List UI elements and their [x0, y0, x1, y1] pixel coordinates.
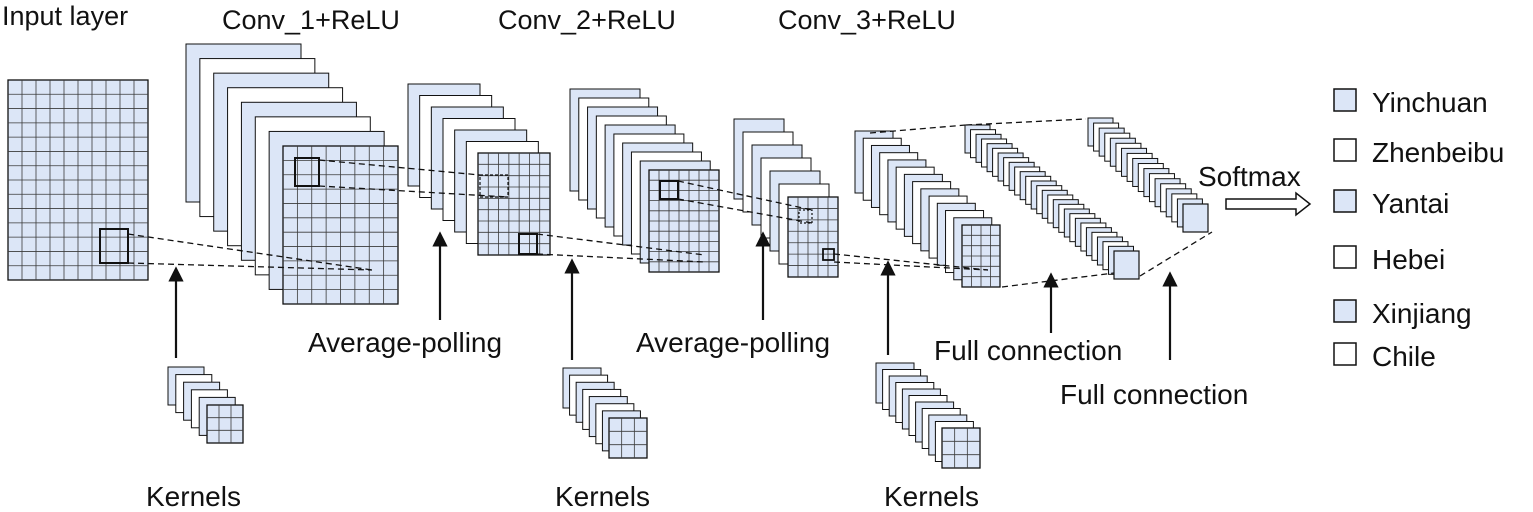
- kernels1-front-map: [206, 404, 244, 444]
- class-label: Chile: [1372, 341, 1436, 372]
- kernels2-front-map-frame: [608, 417, 648, 459]
- class-list: YinchuanZhenbeibuYantaiHebeiXinjiangChil…: [1333, 87, 1504, 372]
- dashed-connector: [127, 262, 373, 271]
- dashed-connector: [318, 185, 509, 198]
- class-item: Yinchuan: [1333, 87, 1488, 118]
- input-layer-label: Input layer: [2, 1, 128, 31]
- class-item: Yantai: [1333, 188, 1449, 219]
- fc1-neurons: [964, 124, 1140, 280]
- input-receptive-window: [99, 228, 129, 264]
- dashed-connector: [677, 198, 813, 224]
- pooling1-label: Average-polling: [308, 327, 502, 358]
- softmax-arrow: [1225, 191, 1312, 217]
- kernels3-front-map: [941, 427, 981, 469]
- pool1-feature-maps: [407, 83, 551, 256]
- kernels3-stack: [875, 362, 981, 469]
- dashed-connector: [833, 253, 989, 271]
- pool2-dashed-window: [798, 209, 813, 224]
- kernels1-label: Kernels: [146, 481, 241, 512]
- conv3-label: Conv_3+ReLU: [778, 5, 956, 35]
- pool1-front-map-frame: [477, 152, 551, 256]
- class-label: Zhenbeibu: [1372, 137, 1504, 168]
- class-swatch: [1333, 88, 1357, 112]
- class-swatch: [1333, 189, 1357, 213]
- fc2-front-unit: [1182, 203, 1209, 233]
- fc2-neurons: [1087, 117, 1209, 233]
- dashed-connector: [127, 233, 373, 271]
- pool2-feature-maps: [733, 118, 839, 278]
- class-label: Yinchuan: [1372, 87, 1488, 118]
- kernels3-label: Kernels: [884, 481, 979, 512]
- conv2-feature-maps: [569, 88, 720, 273]
- fc1-front-unit: [1113, 250, 1140, 280]
- dashed-connector: [869, 124, 967, 134]
- pool2-front-map: [787, 196, 839, 278]
- conv3-feature-maps: [854, 130, 1001, 288]
- dashed-connector: [1001, 272, 1115, 288]
- class-label: Yantai: [1372, 188, 1449, 219]
- conv2-front-map: [648, 169, 720, 273]
- kernels2-label: Kernels: [555, 481, 650, 512]
- pool2-front-map-frame: [787, 196, 839, 278]
- dashed-connector: [536, 233, 706, 256]
- kernels3-front-map-frame: [941, 427, 981, 469]
- input-layer-grid: [7, 79, 149, 281]
- conv1-front-map: [282, 145, 399, 305]
- class-swatch: [1333, 245, 1357, 269]
- conv1-feature-maps: [185, 43, 399, 305]
- class-item: Xinjiang: [1333, 298, 1472, 329]
- dashed-connector: [833, 261, 989, 271]
- pooling2-label: Average-polling: [636, 327, 830, 358]
- dashed-connector: [1139, 231, 1213, 277]
- class-item: Zhenbeibu: [1333, 137, 1504, 168]
- class-swatch: [1333, 299, 1357, 323]
- conv1-window: [294, 157, 320, 187]
- class-swatch: [1333, 138, 1357, 162]
- dashed-connectors: [127, 118, 1213, 288]
- conv2-label: Conv_2+ReLU: [498, 5, 676, 35]
- conv1-label: Conv_1+ReLU: [222, 5, 400, 35]
- kernels2-front-map: [608, 417, 648, 459]
- arrows: [168, 191, 1312, 360]
- full-connection1-label: Full connection: [934, 335, 1122, 366]
- dashed-connector: [536, 253, 706, 263]
- class-label: Hebei: [1372, 244, 1445, 275]
- pool1-front-map: [477, 152, 551, 256]
- softmax-label: Softmax: [1198, 161, 1301, 192]
- kernels2-stack: [562, 367, 648, 459]
- input-map: [7, 79, 149, 281]
- dashed-connector: [965, 118, 1087, 126]
- class-label: Xinjiang: [1372, 298, 1472, 329]
- class-item: Hebei: [1333, 244, 1445, 275]
- pool1-window: [518, 233, 538, 255]
- dashed-connector: [318, 159, 481, 176]
- class-item: Chile: [1333, 341, 1436, 372]
- conv3-front-map: [961, 224, 1001, 288]
- kernels1-front-map-frame: [206, 404, 244, 444]
- conv2-window: [659, 180, 679, 200]
- dashed-connector: [677, 180, 813, 211]
- full-connection2-label: Full connection: [1060, 379, 1248, 410]
- kernels1-stack: [167, 366, 244, 444]
- class-swatch: [1333, 342, 1357, 366]
